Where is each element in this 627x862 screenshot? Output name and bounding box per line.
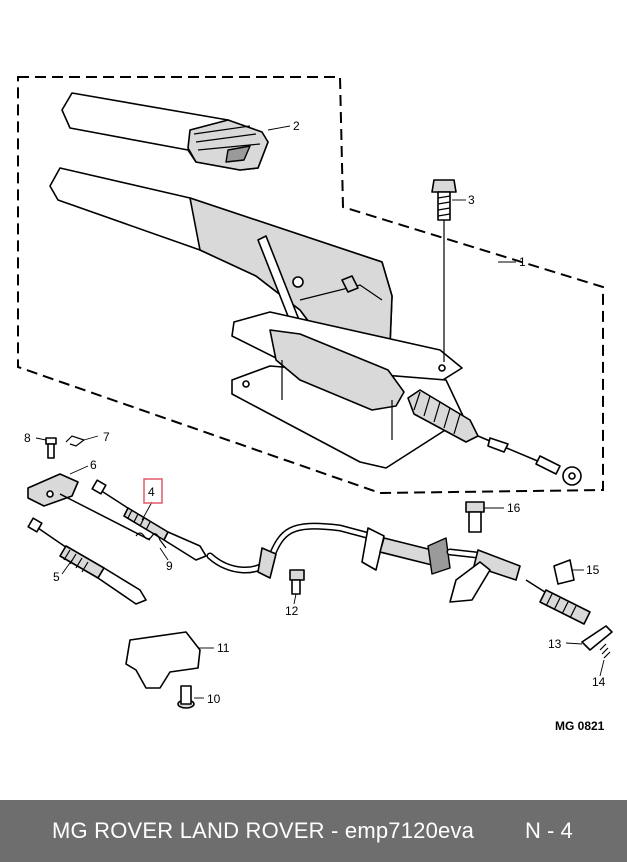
spring-part bbox=[135, 532, 167, 549]
assembly-boundary bbox=[17, 76, 604, 495]
parts-diagram: 1 2 3 4 5 6 7 8 9 10 11 12 13 14 15 16 M… bbox=[17, 76, 613, 733]
leader-14 bbox=[599, 659, 605, 677]
callout-14: 14 bbox=[592, 675, 606, 689]
bracket-part bbox=[27, 473, 151, 541]
leader-6 bbox=[69, 465, 89, 475]
callout-2: 2 bbox=[293, 119, 300, 133]
callout-15: 15 bbox=[586, 563, 600, 577]
callout-6: 6 bbox=[90, 458, 97, 472]
footer-page-code: N - 4 bbox=[525, 818, 573, 843]
callout-11: 11 bbox=[217, 641, 230, 655]
callout-4: 4 bbox=[148, 485, 155, 499]
clip-14-part bbox=[599, 643, 611, 659]
leader-5 bbox=[61, 559, 73, 575]
footer-bar: MG ROVER LAND ROVER - emp7120eva N - 4 bbox=[0, 800, 627, 862]
rear-cable-end-part bbox=[525, 579, 591, 625]
callout-16: 16 bbox=[507, 501, 521, 515]
callout-1: 1 bbox=[519, 255, 526, 269]
retainer-part bbox=[553, 559, 575, 585]
cable-front-part bbox=[91, 479, 207, 561]
clevis-pin-part bbox=[581, 625, 613, 651]
screw-part bbox=[177, 685, 195, 709]
callout-5: 5 bbox=[53, 570, 60, 584]
callout-8: 8 bbox=[24, 431, 31, 445]
footer-title: MG ROVER LAND ROVER - emp7120eva bbox=[52, 818, 475, 843]
leader-2 bbox=[267, 125, 291, 131]
lever-base-part bbox=[231, 311, 465, 469]
leader-7 bbox=[83, 435, 99, 441]
leader-13 bbox=[565, 642, 583, 645]
clip-part bbox=[65, 435, 86, 447]
pin-part bbox=[45, 437, 57, 459]
diagram-reference: MG 0821 bbox=[555, 719, 605, 733]
bolt-part bbox=[431, 179, 457, 362]
main-cable-part bbox=[206, 522, 521, 603]
leader-9 bbox=[159, 547, 169, 561]
callout-9: 9 bbox=[166, 559, 173, 573]
handle-grip-part bbox=[61, 92, 269, 171]
callout-13: 13 bbox=[548, 637, 562, 651]
callout-7: 7 bbox=[103, 430, 110, 444]
leader-12 bbox=[293, 593, 297, 605]
cable-boot-part bbox=[407, 389, 582, 486]
cable-left-part bbox=[27, 517, 147, 605]
handbrake-lever-part bbox=[49, 167, 393, 361]
callout-3: 3 bbox=[468, 193, 475, 207]
bolt-12-part bbox=[289, 569, 305, 595]
callout-4-highlight bbox=[143, 478, 163, 504]
callout-10: 10 bbox=[207, 692, 221, 706]
guide-bracket-part bbox=[125, 631, 201, 689]
bolt-16-part bbox=[465, 501, 485, 533]
callout-12: 12 bbox=[285, 604, 299, 618]
leader-8 bbox=[35, 437, 47, 441]
leader-4 bbox=[141, 501, 153, 521]
